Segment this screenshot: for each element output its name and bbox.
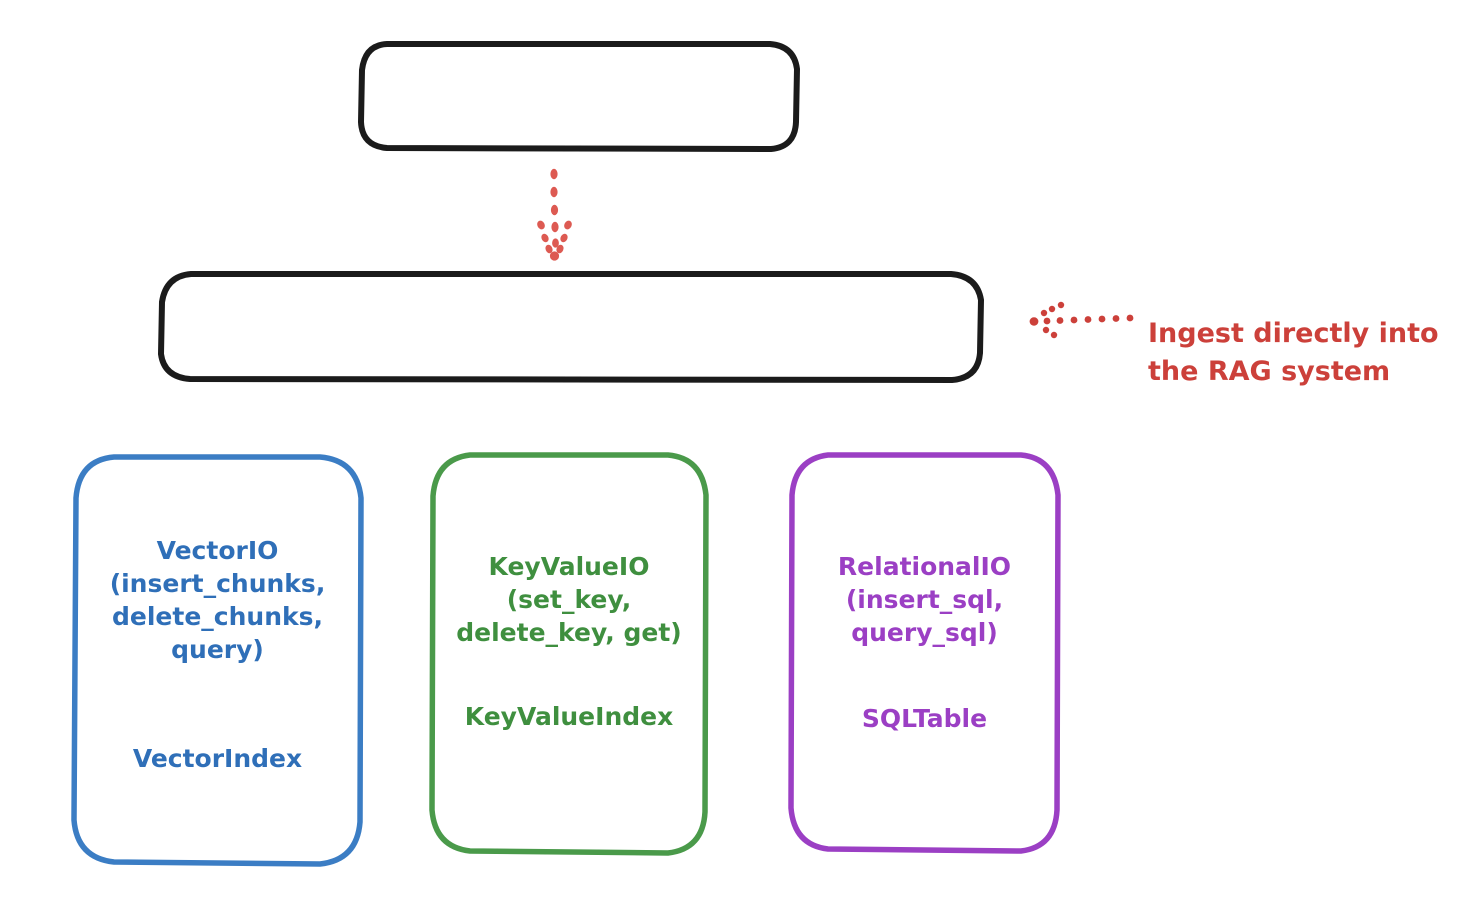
key-value-io-api-label: KeyValueIO (set_key, delete_key, get) <box>456 552 682 647</box>
agent-node[interactable]: AGENT <box>357 40 800 152</box>
key-value-io-node[interactable]: KeyValueIO (set_key, delete_key, get) Ke… <box>428 450 710 857</box>
ingest-annotation-text: Ingest directly into the RAG system <box>1148 318 1439 387</box>
relational-io-index-label: SQLTable <box>861 704 988 733</box>
relational-io-node-outline <box>788 452 1061 854</box>
ingest-to-rag-tool-connector <box>1029 301 1134 339</box>
relational-io-node[interactable]: RelationalIO (insert_sql, query_sql) SQL… <box>787 450 1062 855</box>
rag-tool-node[interactable]: RAG Tool <box>157 270 985 383</box>
vector-io-api-label: VectorIO (insert_chunks, delete_chunks, … <box>109 536 326 664</box>
rag-tool-label: RAG Tool <box>510 310 632 342</box>
agent-to-rag-tool-connector <box>537 168 572 261</box>
vector-io-index-label: VectorIndex <box>132 744 303 773</box>
ingest-annotation: Ingest directly into the RAG system <box>1148 278 1478 390</box>
relational-io-api-label: RelationalIO (insert_sql, query_sql) <box>837 552 1012 647</box>
key-value-io-node-outline <box>429 452 709 856</box>
key-value-io-index-label: KeyValueIndex <box>464 702 674 731</box>
vector-io-node[interactable]: VectorIO (insert_chunks, delete_chunks, … <box>70 452 365 868</box>
agent-label: AGENT <box>520 79 636 111</box>
